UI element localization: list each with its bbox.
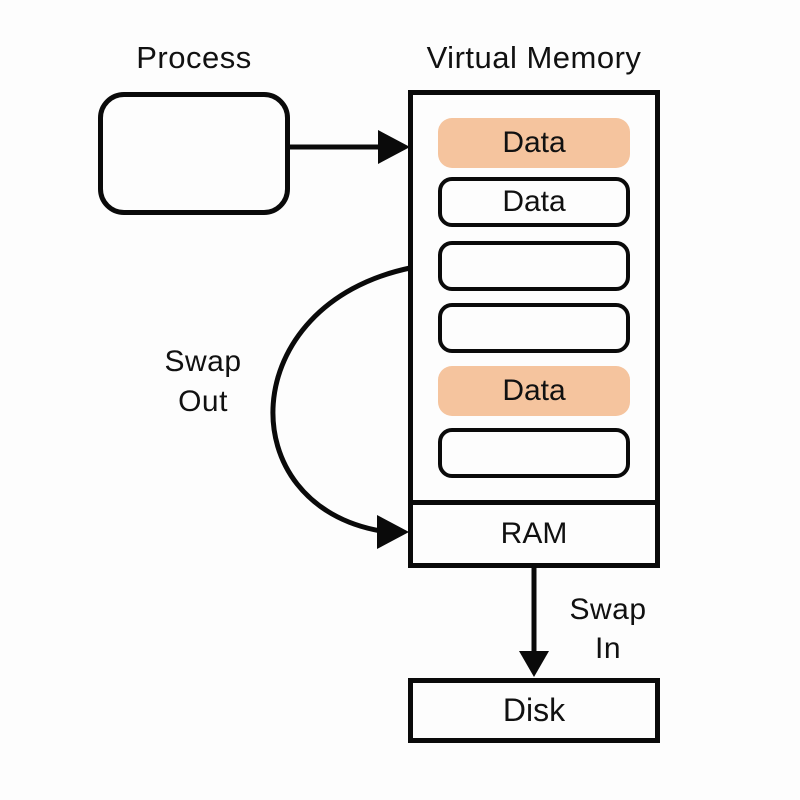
process-title: Process [136,40,252,75]
memory-slot [438,303,630,353]
swap-out-label: Swap Out [164,345,242,418]
memory-slot: Data [438,177,630,227]
memory-slot [438,241,630,291]
swap-in-arrow [519,568,549,677]
disk-box: Disk [408,678,660,743]
memory-slot: Data [438,118,630,168]
swap-in-label: Swap In [569,593,647,665]
process-to-vm-arrow [290,130,410,164]
process-box [98,92,290,215]
virtual-memory-title: Virtual Memory [426,40,642,75]
memory-slot [438,428,630,478]
memory-slot: Data [438,366,630,416]
swap-out-arrow [270,265,411,549]
ram-section: RAM [413,500,655,563]
